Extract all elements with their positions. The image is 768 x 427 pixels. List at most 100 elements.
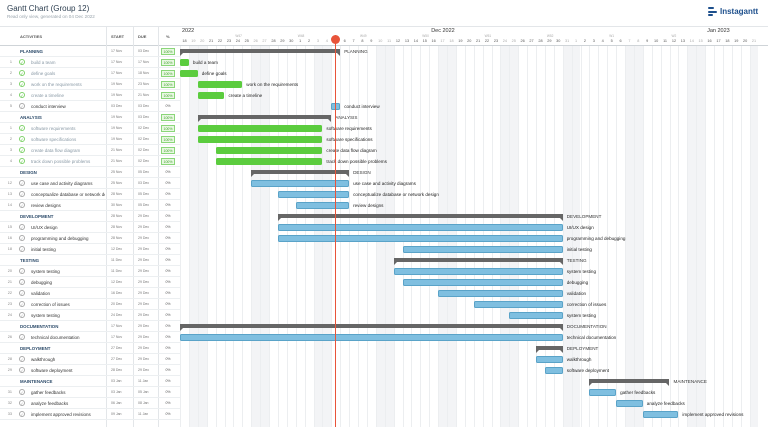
start-date[interactable]: 11 Dec [111, 258, 122, 262]
task-name[interactable]: conceptualize database or network design [31, 192, 105, 197]
task-bar[interactable] [197, 92, 225, 99]
complete-checkbox-icon[interactable]: ✓ [19, 136, 25, 142]
due-date[interactable]: 08 Jan [138, 401, 149, 405]
group-summary-bar[interactable] [251, 170, 350, 177]
percent-complete[interactable]: 0% [165, 258, 171, 262]
task-bar[interactable] [251, 180, 350, 187]
due-date[interactable]: 29 Dec [138, 368, 150, 372]
task-bar[interactable] [402, 246, 563, 253]
task-name[interactable]: software deployment [31, 368, 73, 373]
complete-checkbox-icon[interactable]: ✓ [19, 202, 25, 208]
percent-complete[interactable]: 0% [165, 324, 171, 328]
task-bar[interactable] [642, 411, 679, 418]
column-header-start[interactable]: START [111, 34, 125, 39]
task-bar[interactable] [589, 389, 617, 396]
group-summary-bar[interactable] [180, 49, 341, 56]
task-name[interactable]: review designs [31, 203, 61, 208]
complete-checkbox-icon[interactable]: ✓ [19, 356, 25, 362]
start-date[interactable]: 09 Jan [111, 412, 122, 416]
task-bar[interactable] [509, 312, 563, 319]
due-date[interactable]: 05 Dec [138, 192, 150, 196]
due-date[interactable]: 18 Nov [138, 71, 150, 75]
task-bar[interactable] [616, 400, 643, 407]
task-bar[interactable] [215, 147, 323, 154]
task-name[interactable]: validation [31, 291, 51, 296]
start-date[interactable]: 21 Nov [111, 159, 123, 163]
instagantt-logo[interactable]: Instagantt [708, 7, 758, 16]
percent-complete[interactable]: 100% [161, 158, 175, 165]
start-date[interactable]: 28 Nov [111, 192, 123, 196]
complete-checkbox-icon[interactable]: ✓ [19, 125, 25, 131]
percent-complete[interactable]: 0% [165, 390, 171, 394]
group-summary-bar[interactable] [277, 214, 563, 221]
complete-checkbox-icon[interactable]: ✓ [19, 312, 25, 318]
complete-checkbox-icon[interactable]: ✓ [19, 92, 25, 98]
task-bar[interactable] [536, 356, 563, 363]
task-name[interactable]: conduct interview [31, 104, 66, 109]
due-date[interactable]: 29 Dec [138, 313, 150, 317]
group-summary-bar[interactable] [393, 258, 563, 265]
complete-checkbox-icon[interactable]: ✓ [19, 59, 25, 65]
complete-checkbox-icon[interactable]: ✓ [19, 103, 25, 109]
due-date[interactable]: 11 Jan [138, 412, 149, 416]
complete-checkbox-icon[interactable]: ✓ [19, 279, 25, 285]
group-name[interactable]: TESTING [20, 258, 40, 263]
column-header-percent[interactable]: % [166, 34, 170, 39]
percent-complete[interactable]: 0% [165, 181, 171, 185]
group-name[interactable]: DESIGN [20, 170, 37, 175]
start-date[interactable]: 06 Jan [111, 401, 122, 405]
task-name[interactable]: work on the requirements [31, 82, 82, 87]
task-name[interactable]: use case and activity diagrams [31, 181, 93, 186]
percent-complete[interactable]: 0% [165, 192, 171, 196]
start-date[interactable]: 21 Nov [111, 148, 123, 152]
due-date[interactable]: 02 Dec [138, 137, 150, 141]
task-name[interactable]: gather feedbacks [31, 390, 66, 395]
percent-complete[interactable]: 100% [161, 59, 175, 66]
complete-checkbox-icon[interactable]: ✓ [19, 367, 25, 373]
due-date[interactable]: 29 Dec [138, 346, 150, 350]
due-date[interactable]: 29 Dec [138, 269, 150, 273]
due-date[interactable]: 29 Dec [138, 214, 150, 218]
percent-complete[interactable]: 0% [165, 302, 171, 306]
task-name[interactable]: programming and debugging [31, 236, 89, 241]
group-name[interactable]: DEPLOYMENT [20, 346, 51, 351]
task-bar[interactable] [197, 81, 243, 88]
task-name[interactable]: software specifications [31, 137, 77, 142]
percent-complete[interactable]: 100% [161, 125, 175, 132]
task-name[interactable]: system testing [31, 269, 60, 274]
due-date[interactable]: 29 Dec [138, 302, 150, 306]
task-name[interactable]: UI/UX design [31, 225, 58, 230]
task-bar[interactable] [277, 191, 350, 198]
start-date[interactable]: 11 Dec [111, 269, 122, 273]
task-name[interactable]: create a timeline [31, 93, 65, 98]
percent-complete[interactable]: 0% [165, 368, 171, 372]
start-date[interactable]: 28 Nov [111, 236, 123, 240]
complete-checkbox-icon[interactable]: ✓ [19, 334, 25, 340]
percent-complete[interactable]: 0% [165, 214, 171, 218]
complete-checkbox-icon[interactable]: ✓ [19, 81, 25, 87]
group-name[interactable]: DEVELOPMENT [20, 214, 54, 219]
task-name[interactable]: correction of issues [31, 302, 70, 307]
percent-complete[interactable]: 0% [165, 357, 171, 361]
task-bar[interactable] [277, 224, 563, 231]
complete-checkbox-icon[interactable]: ✓ [19, 411, 25, 417]
task-bar[interactable] [402, 279, 563, 286]
start-date[interactable]: 17 Nov [111, 335, 123, 339]
start-date[interactable]: 03 Jan [111, 390, 122, 394]
task-bar[interactable] [438, 290, 563, 297]
due-date[interactable]: 05 Dec [138, 170, 150, 174]
due-date[interactable]: 03 Dec [138, 115, 150, 119]
